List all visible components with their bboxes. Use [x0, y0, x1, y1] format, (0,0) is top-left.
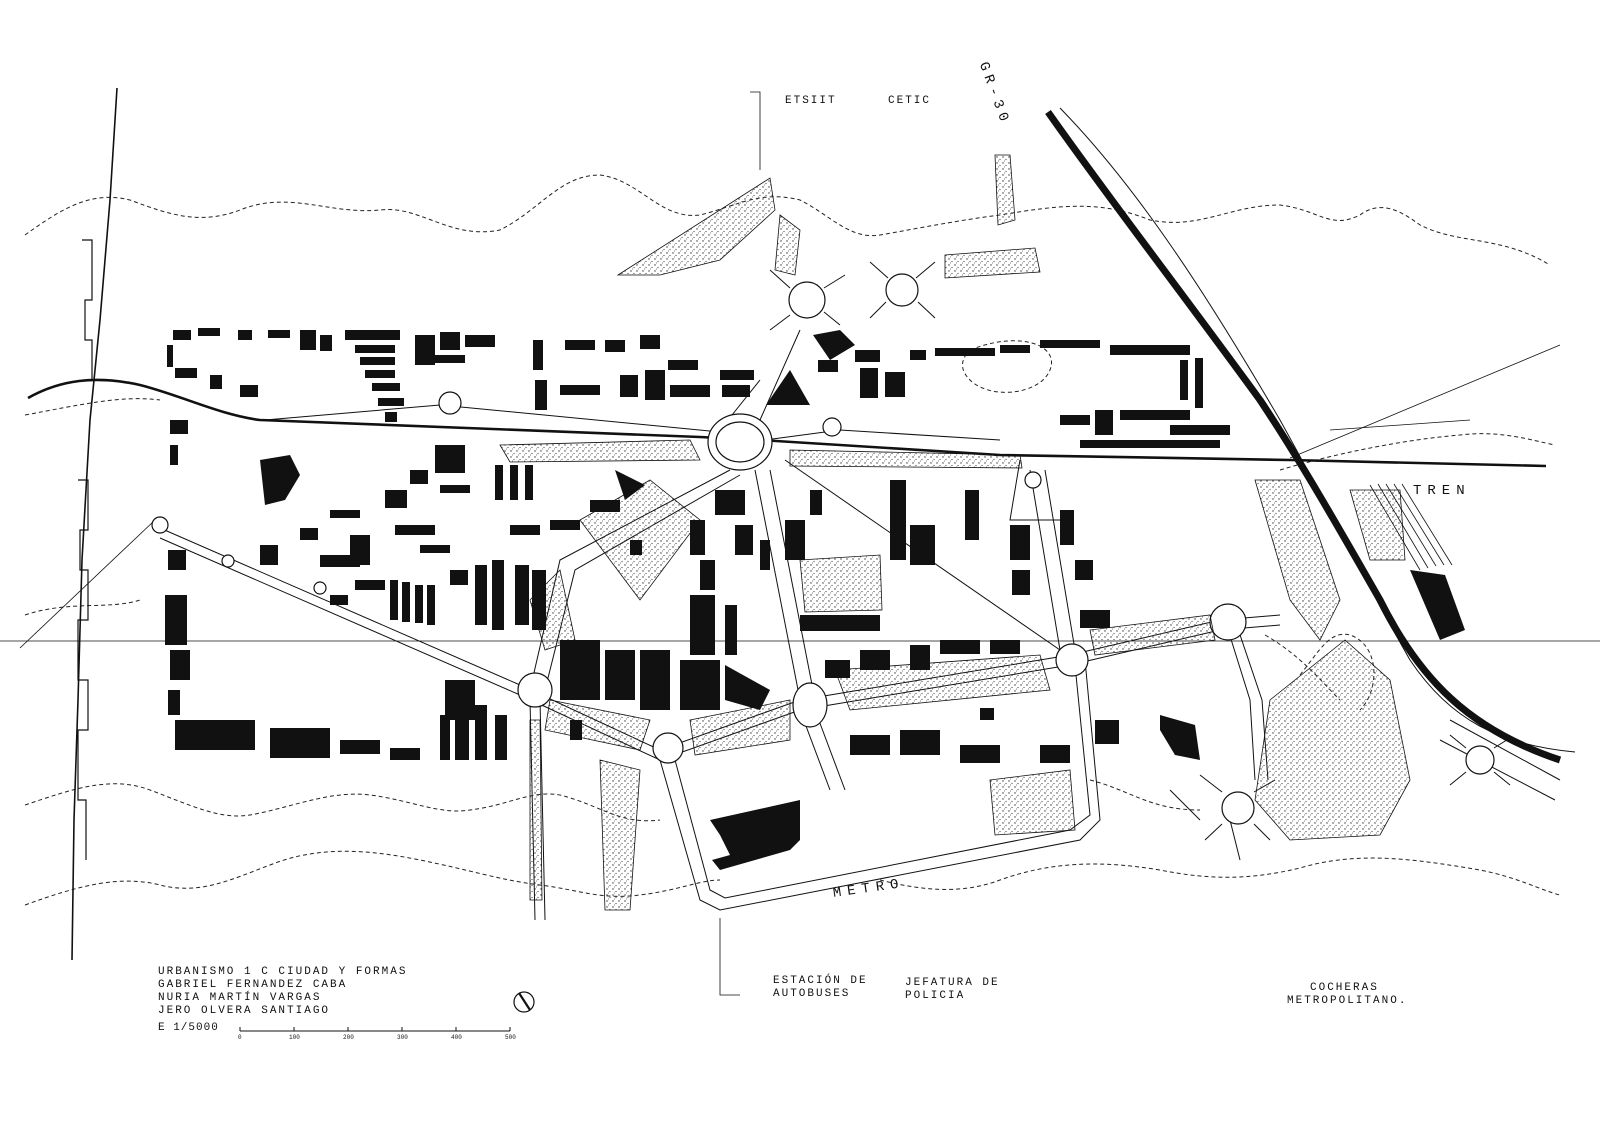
scale-tick-500: 500 — [505, 1034, 516, 1041]
scale-label: E 1/5000 — [158, 1022, 219, 1034]
label-estacion-line1: ESTACIÓN DE — [773, 975, 868, 987]
green-areas — [499, 154, 1411, 911]
label-cocheras-line1: COCHERAS — [1310, 982, 1379, 994]
gr30-highway — [1045, 109, 1562, 764]
label-jefatura-line1: JEFATURA DE — [905, 977, 1000, 989]
roundabouts — [151, 273, 1495, 825]
label-cetic: CETIC — [888, 95, 932, 107]
scale-tick-200: 200 — [343, 1034, 354, 1041]
scale-tick-100: 100 — [289, 1034, 300, 1041]
scale-tick-400: 400 — [451, 1034, 462, 1041]
buildings — [165, 328, 1465, 870]
scale-bar — [239, 1027, 511, 1032]
scale-tick-300: 300 — [397, 1034, 408, 1041]
edge-buildings-left — [77, 239, 93, 860]
label-jefatura-line2: POLICIA — [905, 990, 966, 1002]
railway-line — [27, 378, 1547, 468]
title-line-3: NURIA MARTÍN VARGAS — [158, 992, 322, 1004]
label-tren: TREN — [1413, 483, 1471, 499]
label-cocheras-line2: METROPOLITANO. — [1287, 995, 1408, 1007]
boundary-line — [71, 87, 118, 961]
label-etsiit: ETSIIT — [785, 95, 837, 107]
title-line-1: URBANISMO 1 C CIUDAD Y FORMAS — [158, 966, 408, 978]
scale-tick-0: 0 — [238, 1034, 242, 1041]
title-block: URBANISMO 1 C CIUDAD Y FORMAS GABRIEL FE… — [158, 966, 407, 1018]
title-line-4: JERO OLVERA SANTIAGO — [158, 1005, 331, 1017]
title-line-2: GABRIEL FERNANDEZ CABA — [158, 979, 348, 991]
label-estacion-line2: AUTOBUSES — [773, 988, 851, 1000]
north-arrow-icon — [513, 991, 535, 1013]
